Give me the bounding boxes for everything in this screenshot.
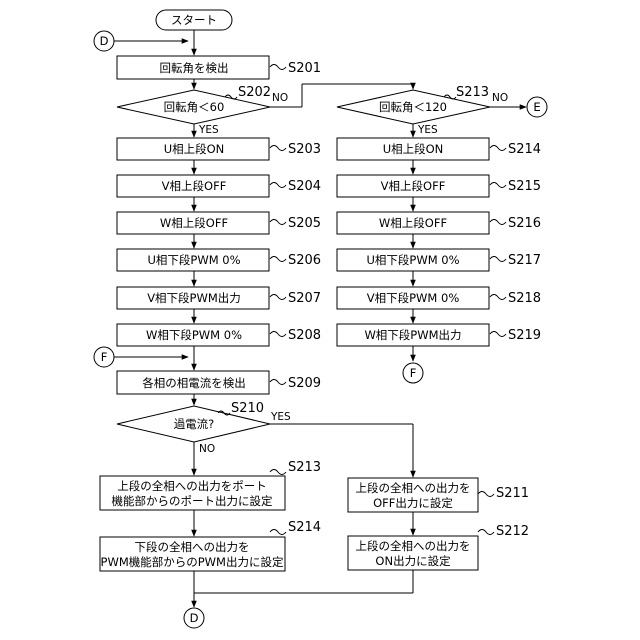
- s218-text: V相下段PWM 0%: [367, 291, 460, 305]
- leader-s218: [490, 295, 506, 300]
- s203-label: S203: [288, 142, 321, 157]
- connector-d-bottom-label: D: [190, 611, 199, 625]
- s218-label: S218: [508, 291, 541, 306]
- s214-proc-line2: PWM機能部からのPWM出力に設定: [101, 555, 284, 569]
- s209-text: 各相の相電流を検出: [142, 376, 246, 390]
- s214-label: S214: [508, 142, 541, 157]
- leader-s216: [490, 220, 506, 225]
- s206-text: U相下段PWM 0%: [147, 253, 240, 267]
- s203-text: U相上段ON: [164, 142, 225, 156]
- s210-text: 過電流?: [174, 417, 215, 431]
- s213-proc-line2: 機能部からのポート出力に設定: [112, 494, 273, 508]
- leader-s210: [218, 411, 230, 415]
- s210-no-label: NO: [199, 443, 215, 455]
- s205-text: W相上段OFF: [160, 216, 228, 230]
- s213-proc-label: S213: [288, 460, 321, 475]
- s207-text: V相下段PWM出力: [147, 291, 241, 305]
- s205-label: S205: [288, 216, 321, 231]
- s214-proc-label: S214: [288, 520, 321, 535]
- s217-text: U相下段PWM 0%: [366, 253, 459, 267]
- leader-s219: [490, 332, 506, 337]
- s212-line1: 上段の全相への出力を: [356, 539, 471, 553]
- s202-label: S202: [238, 85, 271, 100]
- s217-label: S217: [508, 253, 541, 268]
- s215-text: V相上段OFF: [381, 179, 446, 193]
- connector-f-right-label: F: [410, 366, 417, 380]
- leader-s212: [478, 530, 494, 535]
- connector-d-top-label: D: [100, 34, 109, 48]
- s202-yes-label: YES: [198, 124, 219, 136]
- leader-s201: [270, 65, 286, 70]
- s201-label: S201: [288, 61, 321, 76]
- connector-f-left-label: F: [101, 350, 108, 364]
- leader-s206: [270, 257, 286, 262]
- s210-label: S210: [231, 401, 264, 416]
- s201-text: 回転角を検出: [160, 61, 229, 75]
- leader-s217: [490, 257, 506, 262]
- s215-label: S215: [508, 179, 541, 194]
- s216-label: S216: [508, 216, 541, 231]
- s212-line2: ON出力に設定: [375, 554, 451, 568]
- s211-line2: OFF出力に設定: [373, 496, 453, 510]
- leader-s214: [490, 146, 506, 151]
- s216-text: W相上段OFF: [379, 216, 447, 230]
- s202-text: 回転角＜60: [164, 100, 225, 114]
- leader-s203: [270, 146, 286, 151]
- s211-line1: 上段の全相への出力を: [356, 481, 471, 495]
- s204-text: V相上段OFF: [162, 179, 227, 193]
- s207-label: S207: [288, 291, 321, 306]
- s206-label: S206: [288, 253, 321, 268]
- s214-text: U相上段ON: [383, 142, 444, 156]
- leader-s207: [270, 295, 286, 300]
- s208-label: S208: [288, 328, 321, 343]
- s214-proc-line1: 下段の全相への出力を: [135, 540, 250, 554]
- leader-s213-proc: [270, 470, 286, 475]
- s210-yes-label: YES: [270, 411, 291, 423]
- leader-s215: [490, 183, 506, 188]
- s202-no-label: NO: [272, 92, 288, 104]
- s208-text: W相下段PWM 0%: [146, 328, 242, 342]
- leader-s211: [478, 492, 494, 497]
- s213-yes-label: YES: [417, 124, 438, 136]
- s209-label: S209: [288, 376, 321, 391]
- s211-label: S211: [496, 486, 529, 501]
- s213-no-label: NO: [492, 92, 508, 104]
- leader-s208: [270, 332, 286, 337]
- s213-decision-text: 回転角＜120: [379, 100, 447, 114]
- leader-s205: [270, 220, 286, 225]
- s212-label: S212: [496, 524, 529, 539]
- connector-e-label: E: [533, 100, 540, 114]
- start-label: スタート: [171, 13, 217, 27]
- leader-s209: [270, 380, 286, 385]
- s219-text: W相下段PWM出力: [364, 328, 461, 342]
- s204-label: S204: [288, 179, 321, 194]
- leader-s214-proc: [270, 530, 286, 535]
- s219-label: S219: [508, 328, 541, 343]
- s213-proc-line1: 上段の全相への出力をポート: [117, 479, 267, 493]
- s213-decision-label: S213: [456, 85, 489, 100]
- leader-s204: [270, 183, 286, 188]
